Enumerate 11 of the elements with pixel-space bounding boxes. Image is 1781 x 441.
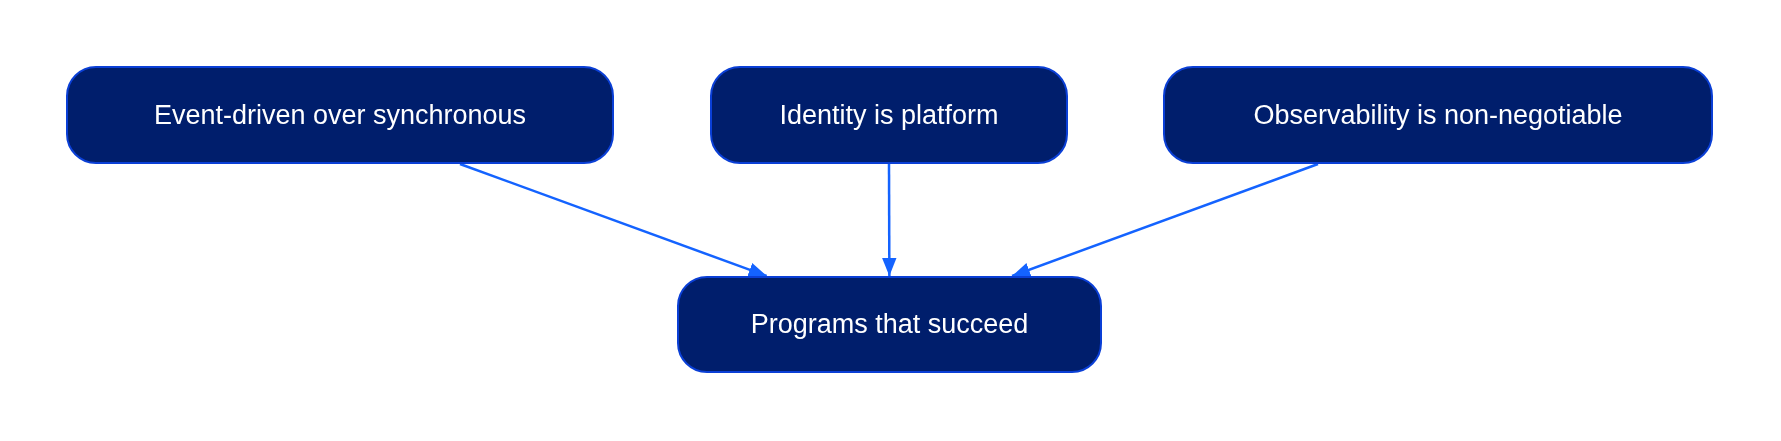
arrow bbox=[882, 164, 897, 276]
rounded-box bbox=[1163, 66, 1713, 164]
rounded-box bbox=[710, 66, 1068, 164]
arrow bbox=[459, 162, 768, 278]
rounded-box bbox=[66, 66, 614, 164]
node-label: Observability is non-negotiable bbox=[1253, 98, 1623, 132]
node-label: Event-driven over synchronous bbox=[153, 98, 527, 132]
arrow bbox=[1011, 162, 1319, 278]
rounded-box bbox=[677, 276, 1102, 373]
node-label: Programs that succeed bbox=[750, 308, 1029, 341]
node-label: Identity is platform bbox=[779, 98, 999, 132]
